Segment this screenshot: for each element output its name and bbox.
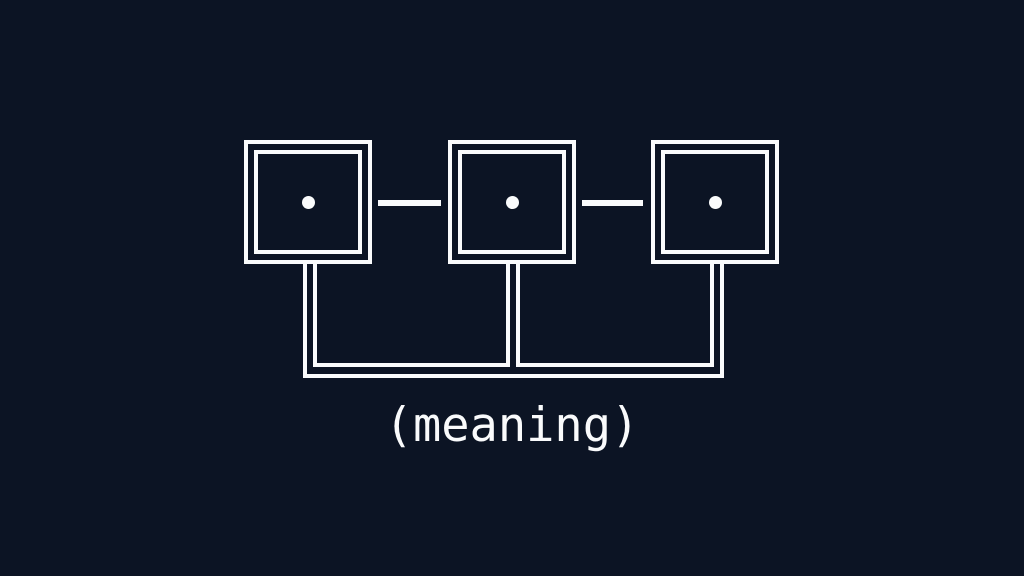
bracket-leg3-inner-line [710,262,714,367]
bracket-leg1-inner-line [313,262,317,367]
symbol-box-3 [651,140,779,264]
symbol-box-1-inner-border [254,150,362,254]
bracket-bottom-inner-left-line [313,363,510,367]
bracket-leg1-outer-line [303,262,307,378]
bracket-leg2-right-line [516,262,520,367]
symbol-box-1 [244,140,372,264]
link-box1-box2 [378,200,441,206]
bracket-bottom-outer-line [303,374,724,378]
dot-icon [301,195,315,209]
dot-icon [505,195,519,209]
dot-icon [708,195,722,209]
symbol-box-3-inner-border [661,150,769,254]
bracket-leg2-left-line [506,262,510,367]
meaning-caption: (meaning) [384,398,640,453]
bracket-bottom-inner-right-line [516,363,714,367]
link-box2-box3 [582,200,643,206]
bracket-leg3-outer-line [720,262,724,378]
symbol-box-2 [448,140,576,264]
symbol-box-2-inner-border [458,150,566,254]
